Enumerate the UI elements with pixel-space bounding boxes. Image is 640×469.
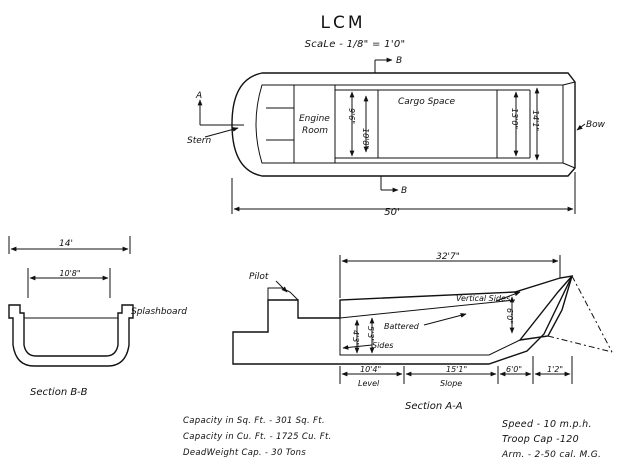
dim-cargo-inner: 14'1"	[531, 110, 540, 131]
specs-left: Capacity in Sq. Ft. - 301 Sq. Ft. Capaci…	[183, 416, 332, 458]
depth-b-dim: 5'3"	[366, 326, 375, 342]
level-label: Level	[358, 379, 380, 388]
spec-volume: Capacity in Cu. Ft. - 1725 Cu. Ft.	[183, 432, 332, 442]
dim-level: 10'4"	[360, 365, 381, 374]
section-bb-title: Section B-B	[30, 387, 88, 398]
bow-label: Bow	[586, 120, 606, 130]
splashboard-label: Splashboard	[131, 307, 187, 317]
dim-slope: 15'1"	[446, 365, 467, 374]
section-aa-view: Pilot 4'3" 5'3" 6'0" Vertical Sides Batt…	[232, 252, 613, 412]
depth-a-dim: 4'3"	[351, 330, 360, 346]
vertical-sides-label: Vertical Sides	[456, 294, 510, 303]
plan-deck-outline	[255, 84, 564, 164]
dim-cargo-outer: 13'0"	[510, 108, 519, 129]
sides-label: Sides	[372, 341, 393, 350]
section-aa-overall-dim: 32'7"	[436, 252, 460, 262]
bow-ramp	[518, 275, 573, 341]
engine-room-label-1: Engine	[299, 114, 330, 124]
spec-area: Capacity in Sq. Ft. - 301 Sq. Ft.	[183, 416, 325, 426]
section-bb-hull	[8, 304, 134, 367]
spec-deadweight: DeadWeight Cap. - 30 Tons	[183, 448, 306, 458]
dim-end: 1'2"	[547, 365, 563, 374]
spec-speed: Speed - 10 m.p.h.	[502, 419, 592, 430]
section-bb-width-inner: 10'8"	[59, 269, 80, 278]
pilot-label: Pilot	[249, 272, 269, 282]
stern-label: Stern	[187, 136, 211, 146]
spec-troop-capacity: Troop Cap -120	[502, 434, 579, 445]
pilot-house	[267, 287, 299, 301]
section-aa-title: Section A-A	[405, 401, 463, 412]
section-b-mark-bottom: B	[401, 186, 407, 196]
dim-engine-inner: 10'8"	[361, 128, 370, 149]
slope-label: Slope	[440, 379, 462, 388]
dim-ramp: 6'0"	[506, 365, 522, 374]
plan-view: 9'6" 10'8" 13'0" 14'1" Engine Room Cargo…	[187, 56, 606, 218]
scale-note: ScaLe - 1/8" = 1'0"	[305, 39, 406, 50]
spec-armament: Arm. - 2-50 cal. M.G.	[501, 450, 601, 460]
plan-hull-outline	[231, 72, 576, 177]
specs-right: Speed - 10 m.p.h. Troop Cap -120 Arm. - …	[501, 419, 601, 460]
depth-c-dim: 6'0"	[505, 308, 514, 324]
dim-engine-outer: 9'6"	[347, 108, 356, 124]
section-a-mark: A	[195, 91, 202, 101]
overall-length-dim: 50'	[384, 207, 399, 218]
section-b-mark-top: B	[396, 56, 402, 66]
section-bb-width-outer: 14'	[59, 239, 73, 249]
section-bb-view: 14' 10'8" Splashboard Section B-B	[8, 236, 187, 398]
drawing-title: LCM	[320, 13, 365, 33]
engine-room-label-2: Room	[302, 126, 328, 136]
battered-label: Battered	[384, 322, 420, 331]
cargo-space-label: Cargo Space	[398, 97, 455, 107]
